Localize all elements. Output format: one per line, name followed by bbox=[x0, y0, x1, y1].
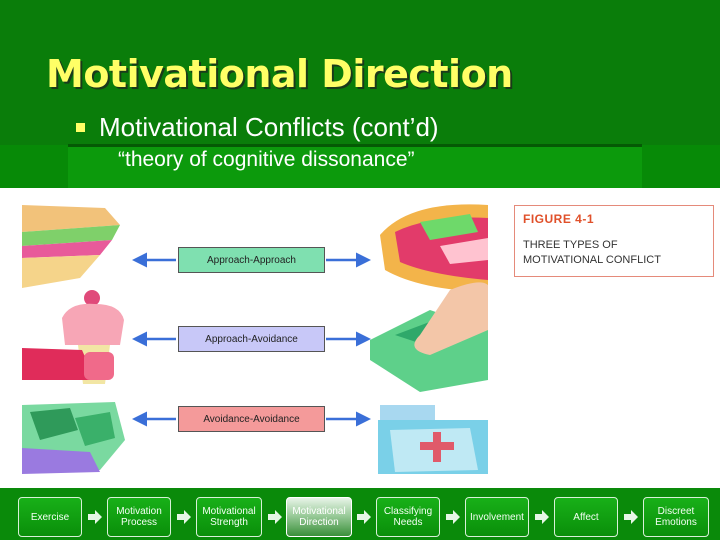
taco-icon bbox=[380, 204, 488, 292]
nav-arrow-icon bbox=[535, 510, 549, 524]
nav-motivational-direction[interactable]: Motivational Direction bbox=[286, 497, 352, 537]
figure-number: FIGURE 4-1 bbox=[523, 212, 595, 226]
label-approach-approach: Approach-Approach bbox=[178, 247, 325, 273]
conflict-figure bbox=[22, 204, 488, 474]
sub-bullet-text: “theory of cognitive dissonance” bbox=[118, 148, 415, 171]
nav-arrow-icon bbox=[446, 510, 460, 524]
nav-arrow-icon bbox=[624, 510, 638, 524]
ice-cream-icon bbox=[22, 290, 124, 384]
header-sub-band bbox=[68, 145, 642, 188]
slide-title: Motivational Direction bbox=[46, 52, 513, 96]
figure-caption: THREE TYPES OF MOTIVATIONAL CONFLICT bbox=[523, 239, 661, 266]
label-approach-avoidance: Approach-Avoidance bbox=[178, 326, 325, 352]
nav-arrow-icon bbox=[268, 510, 282, 524]
nav-affect[interactable]: Affect bbox=[554, 497, 618, 537]
medicine-box-icon bbox=[378, 405, 488, 474]
nav-discreet-emotions[interactable]: Discreet Emotions bbox=[643, 497, 709, 537]
nav-classifying-needs[interactable]: Classifying Needs bbox=[376, 497, 440, 537]
vegetables-icon bbox=[22, 402, 125, 474]
label-avoidance-avoidance: Avoidance-Avoidance bbox=[178, 406, 325, 432]
nav-involvement[interactable]: Involvement bbox=[465, 497, 529, 537]
header-top-band bbox=[0, 0, 720, 145]
foot-water-icon bbox=[370, 282, 488, 392]
bullet-text: Motivational Conflicts (cont’d) bbox=[99, 112, 439, 142]
nav-arrow-icon bbox=[357, 510, 371, 524]
square-bullet-icon bbox=[76, 123, 85, 132]
header-divider bbox=[68, 144, 642, 147]
nav-motivational-strength[interactable]: Motivational Strength bbox=[196, 497, 262, 537]
bullet-row: Motivational Conflicts (cont’d) bbox=[76, 112, 439, 143]
nav-exercise[interactable]: Exercise bbox=[18, 497, 82, 537]
nav-arrow-icon bbox=[88, 510, 102, 524]
nav-arrow-icon bbox=[177, 510, 191, 524]
figure-caption-box: FIGURE 4-1 THREE TYPES OF MOTIVATIONAL C… bbox=[514, 205, 714, 277]
sandwich-icon bbox=[22, 205, 120, 288]
nav-motivation-process[interactable]: Motivation Process bbox=[107, 497, 171, 537]
